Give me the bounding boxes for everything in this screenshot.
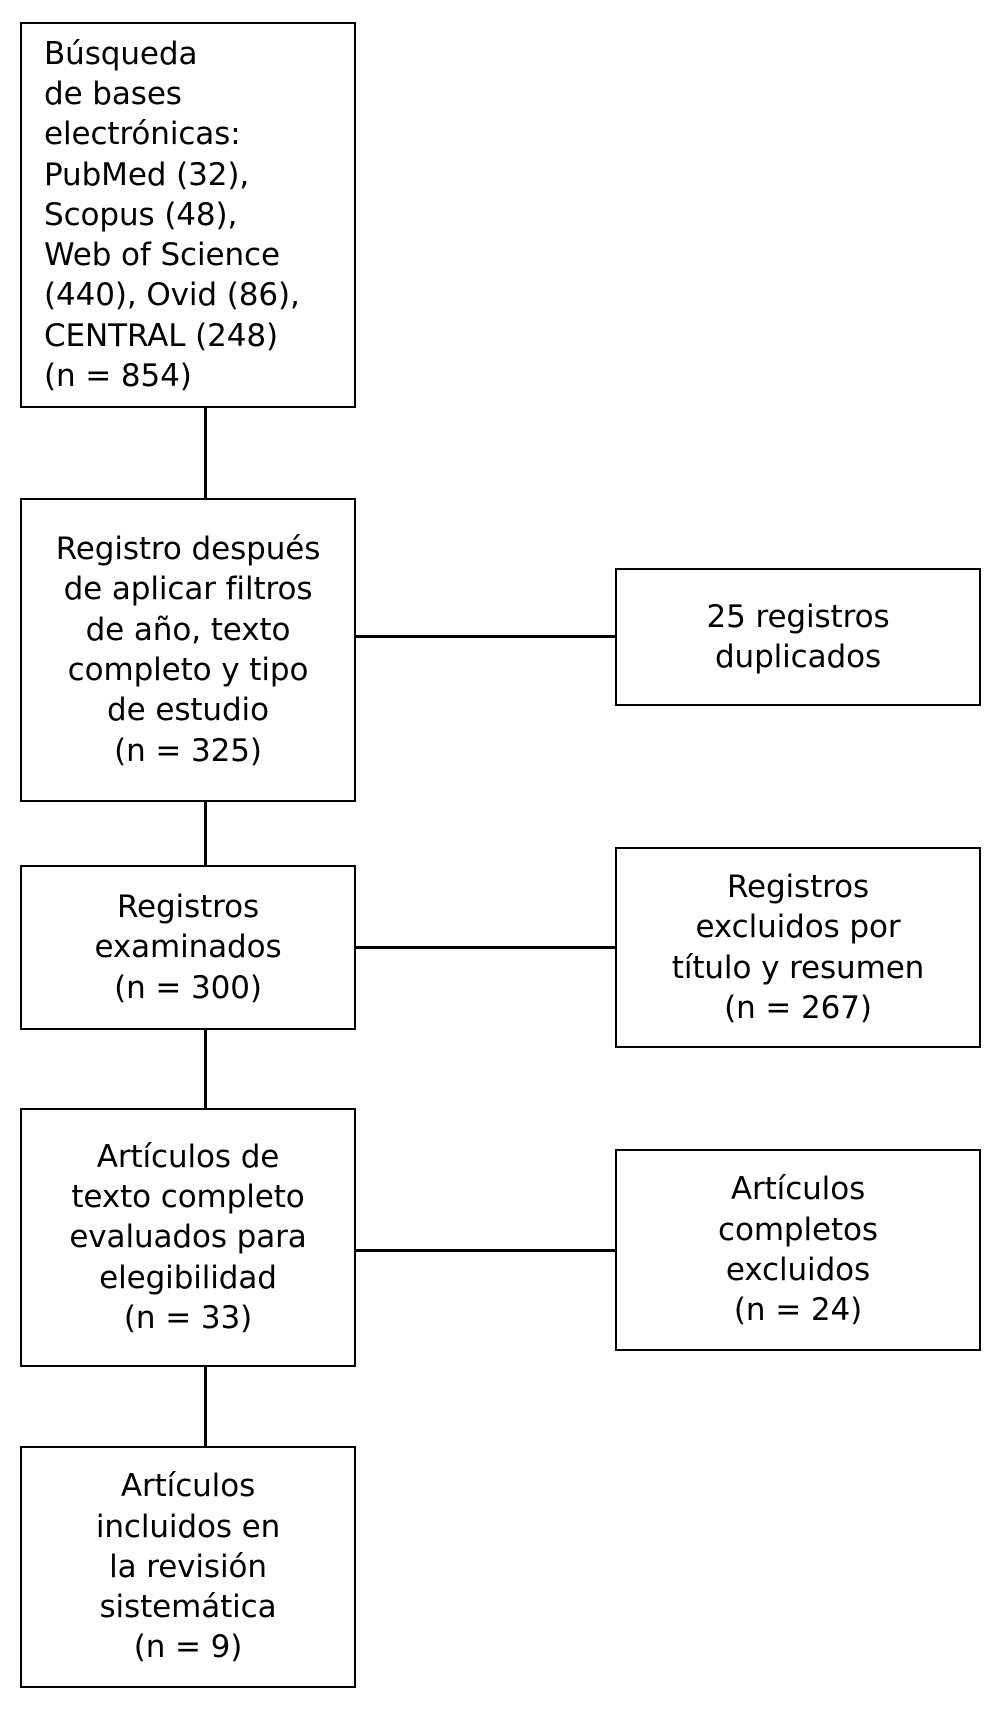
connector-fulltext-to-included: [204, 1366, 207, 1448]
connector-screened-to-fulltext: [204, 1028, 207, 1110]
node-fulltext-excluded: Artículos completos excluidos (n = 24): [615, 1149, 981, 1351]
connector-filtered-to-duplicates: [354, 635, 617, 638]
node-fulltext-assessed-text: Artículos de texto completo evaluados pa…: [69, 1138, 307, 1336]
connector-filtered-to-screened: [204, 800, 207, 867]
node-identification: Búsqueda de bases electrónicas: PubMed (…: [20, 22, 356, 408]
node-duplicate-records-text: 25 registros duplicados: [706, 598, 890, 675]
node-filtered-records: Registro después de aplicar filtros de a…: [20, 498, 356, 802]
node-records-excluded-title-abstract: Registros excluidos por título y resumen…: [615, 847, 981, 1048]
node-fulltext-assessed: Artículos de texto completo evaluados pa…: [20, 1108, 356, 1367]
node-fulltext-excluded-text: Artículos completos excluidos (n = 24): [718, 1171, 878, 1329]
node-records-screened: Registros examinados (n = 300): [20, 865, 356, 1030]
node-records-excluded-title-abstract-text: Registros excluidos por título y resumen…: [671, 868, 925, 1026]
node-articles-included: Artículos incluidos en la revisión siste…: [20, 1446, 356, 1688]
node-records-screened-text: Registros examinados (n = 300): [94, 889, 282, 1006]
connector-identification-to-filtered: [204, 406, 207, 500]
connector-screened-to-excluded: [354, 946, 617, 949]
connector-fulltext-to-excluded: [354, 1249, 617, 1252]
node-identification-text: Búsqueda de bases electrónicas: PubMed (…: [44, 35, 300, 395]
node-filtered-records-text: Registro después de aplicar filtros de a…: [55, 531, 321, 769]
node-articles-included-text: Artículos incluidos en la revisión siste…: [95, 1468, 281, 1666]
node-duplicate-records: 25 registros duplicados: [615, 568, 981, 706]
